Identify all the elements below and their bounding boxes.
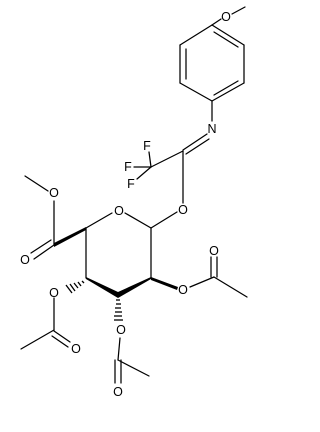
acetyl-carbonyl-oxygen-label: O [71,342,81,356]
bond-methyl-O [231,6,246,15]
atom-labels: O N F F F O O O O O O O O O O [20,10,231,399]
wedge-bond-C4-C3 [86,277,118,298]
double-bond-C-N [185,138,210,155]
wedge-bond-C5-C6 [54,227,86,247]
bond-acyl-methyl [20,329,55,350]
hashed-bond-C4-O [65,280,85,294]
acetyl-carbonyl-oxygen-label: O [113,385,123,399]
wedge-bond-C2-O [151,277,178,290]
anomeric-oxygen-label: O [178,203,188,217]
fluorine-label: F [124,160,132,174]
ring-oxygen-label: O [114,204,124,218]
ring-bond-C1-O [124,212,152,229]
ester-oxygen-label: O [49,186,59,200]
double-bond-C-O [53,330,71,343]
benzene-bond [179,24,213,46]
bond-O-C-acyl [117,337,121,361]
bond-acyl-methyl [117,359,150,377]
pyranose-ring [85,211,178,298]
benzene-inner-double [213,80,239,96]
trifluoroacetimidate-group [133,133,210,204]
wedge-bond-C2-C3 [118,277,151,298]
hashed-bond-C3-O [114,299,123,321]
chemical-structure: O N F F F O O O O O O O O O O [20,6,248,399]
benzene-bond [211,82,245,102]
imine-nitrogen-label: N [207,122,216,136]
double-bond-C-O [33,244,55,260]
acetoxy-oxygen-label: O [116,323,126,337]
double-bond-C-O [51,335,69,348]
methoxyphenyl-group [179,6,246,122]
bond-C-CF3 [150,150,184,168]
ester-carbonyl-oxygen-label: O [20,253,30,267]
benzene-bond [179,82,213,102]
acetoxy-group-C4 [20,280,85,350]
bond-C-F [148,151,152,168]
acetoxy-group-C2 [151,256,248,298]
acetoxy-group-C3 [114,299,150,384]
double-bond-C-N [182,133,208,151]
bond-O-C1 [150,211,178,229]
acetoxy-oxygen-label: O [49,286,59,300]
bond-O-C-acyl [189,276,215,288]
bond-acyl-methyl [213,276,248,298]
ring-bond-O-C5 [85,212,113,229]
fluorine-label: F [143,139,151,153]
methoxy-oxygen-label: O [221,10,231,24]
bond-O-methyl [24,175,49,192]
fluorine-label: F [127,177,135,191]
methyl-ester-group [24,175,86,260]
benzene-bond [211,24,245,46]
bond-C-F [136,166,152,180]
bond-O-ring [211,18,222,26]
double-bond-C-O [30,239,52,254]
acetoxy-oxygen-label: O [178,283,188,297]
acetyl-carbonyl-oxygen-label: O [209,244,219,258]
benzene-inner-double [213,31,239,48]
